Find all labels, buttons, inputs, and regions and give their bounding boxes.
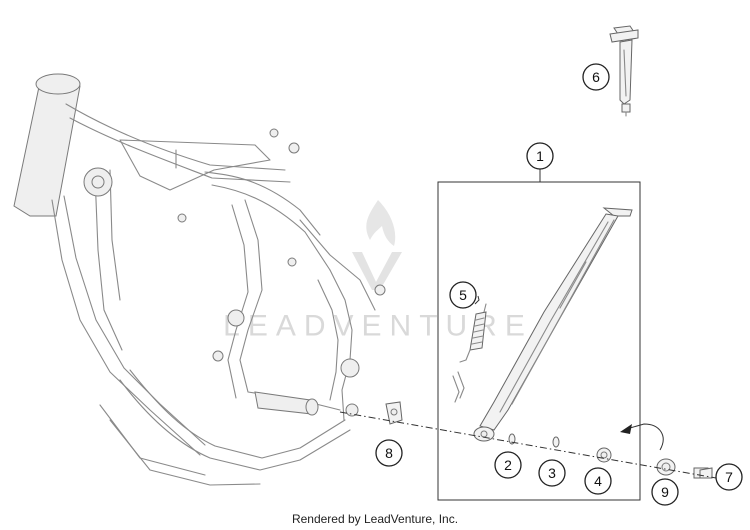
part-7-bolt [693, 467, 713, 479]
callout-label: 7 [725, 469, 733, 485]
leader-5 [474, 295, 480, 305]
footer-credit: Rendered by LeadVenture, Inc. [291, 512, 459, 526]
watermark-flame-icon [366, 200, 396, 246]
callout-label: 5 [459, 287, 467, 303]
part-5-spring [452, 303, 487, 403]
motorcycle-frame [13, 73, 386, 486]
part-1-side-stand [473, 207, 633, 442]
part-9-spacer [656, 458, 676, 476]
callout-9: 9 [651, 478, 679, 506]
part-2-washer [508, 433, 516, 445]
callout-6: 6 [582, 63, 610, 91]
watermark-v-icon [352, 252, 402, 290]
callout-label: 1 [536, 148, 544, 164]
leadventure-watermark: LEADVENTURE [223, 200, 533, 343]
part-3-washer [552, 436, 560, 448]
callout-4: 4 [584, 467, 612, 495]
callout-8: 8 [375, 439, 403, 467]
direction-arrow-icon [620, 423, 664, 451]
callout-label: 8 [385, 445, 393, 461]
callout-label: 6 [592, 69, 600, 85]
part-4-nut [596, 447, 612, 463]
callout-5: 5 [449, 281, 477, 309]
callout-3: 3 [538, 459, 566, 487]
callout-label: 2 [504, 457, 512, 473]
callout-2: 2 [494, 451, 522, 479]
part-6-applicator [609, 25, 639, 117]
part-8-bracket [385, 401, 403, 425]
callout-label: 9 [661, 484, 669, 500]
callout-label: 3 [548, 465, 556, 481]
assembly-box [437, 181, 641, 501]
assembly-axis-line [339, 411, 717, 479]
callout-7: 7 [715, 463, 743, 491]
callout-1: 1 [526, 142, 554, 170]
watermark-text: LEADVENTURE [223, 310, 533, 343]
callout-label: 4 [594, 473, 602, 489]
